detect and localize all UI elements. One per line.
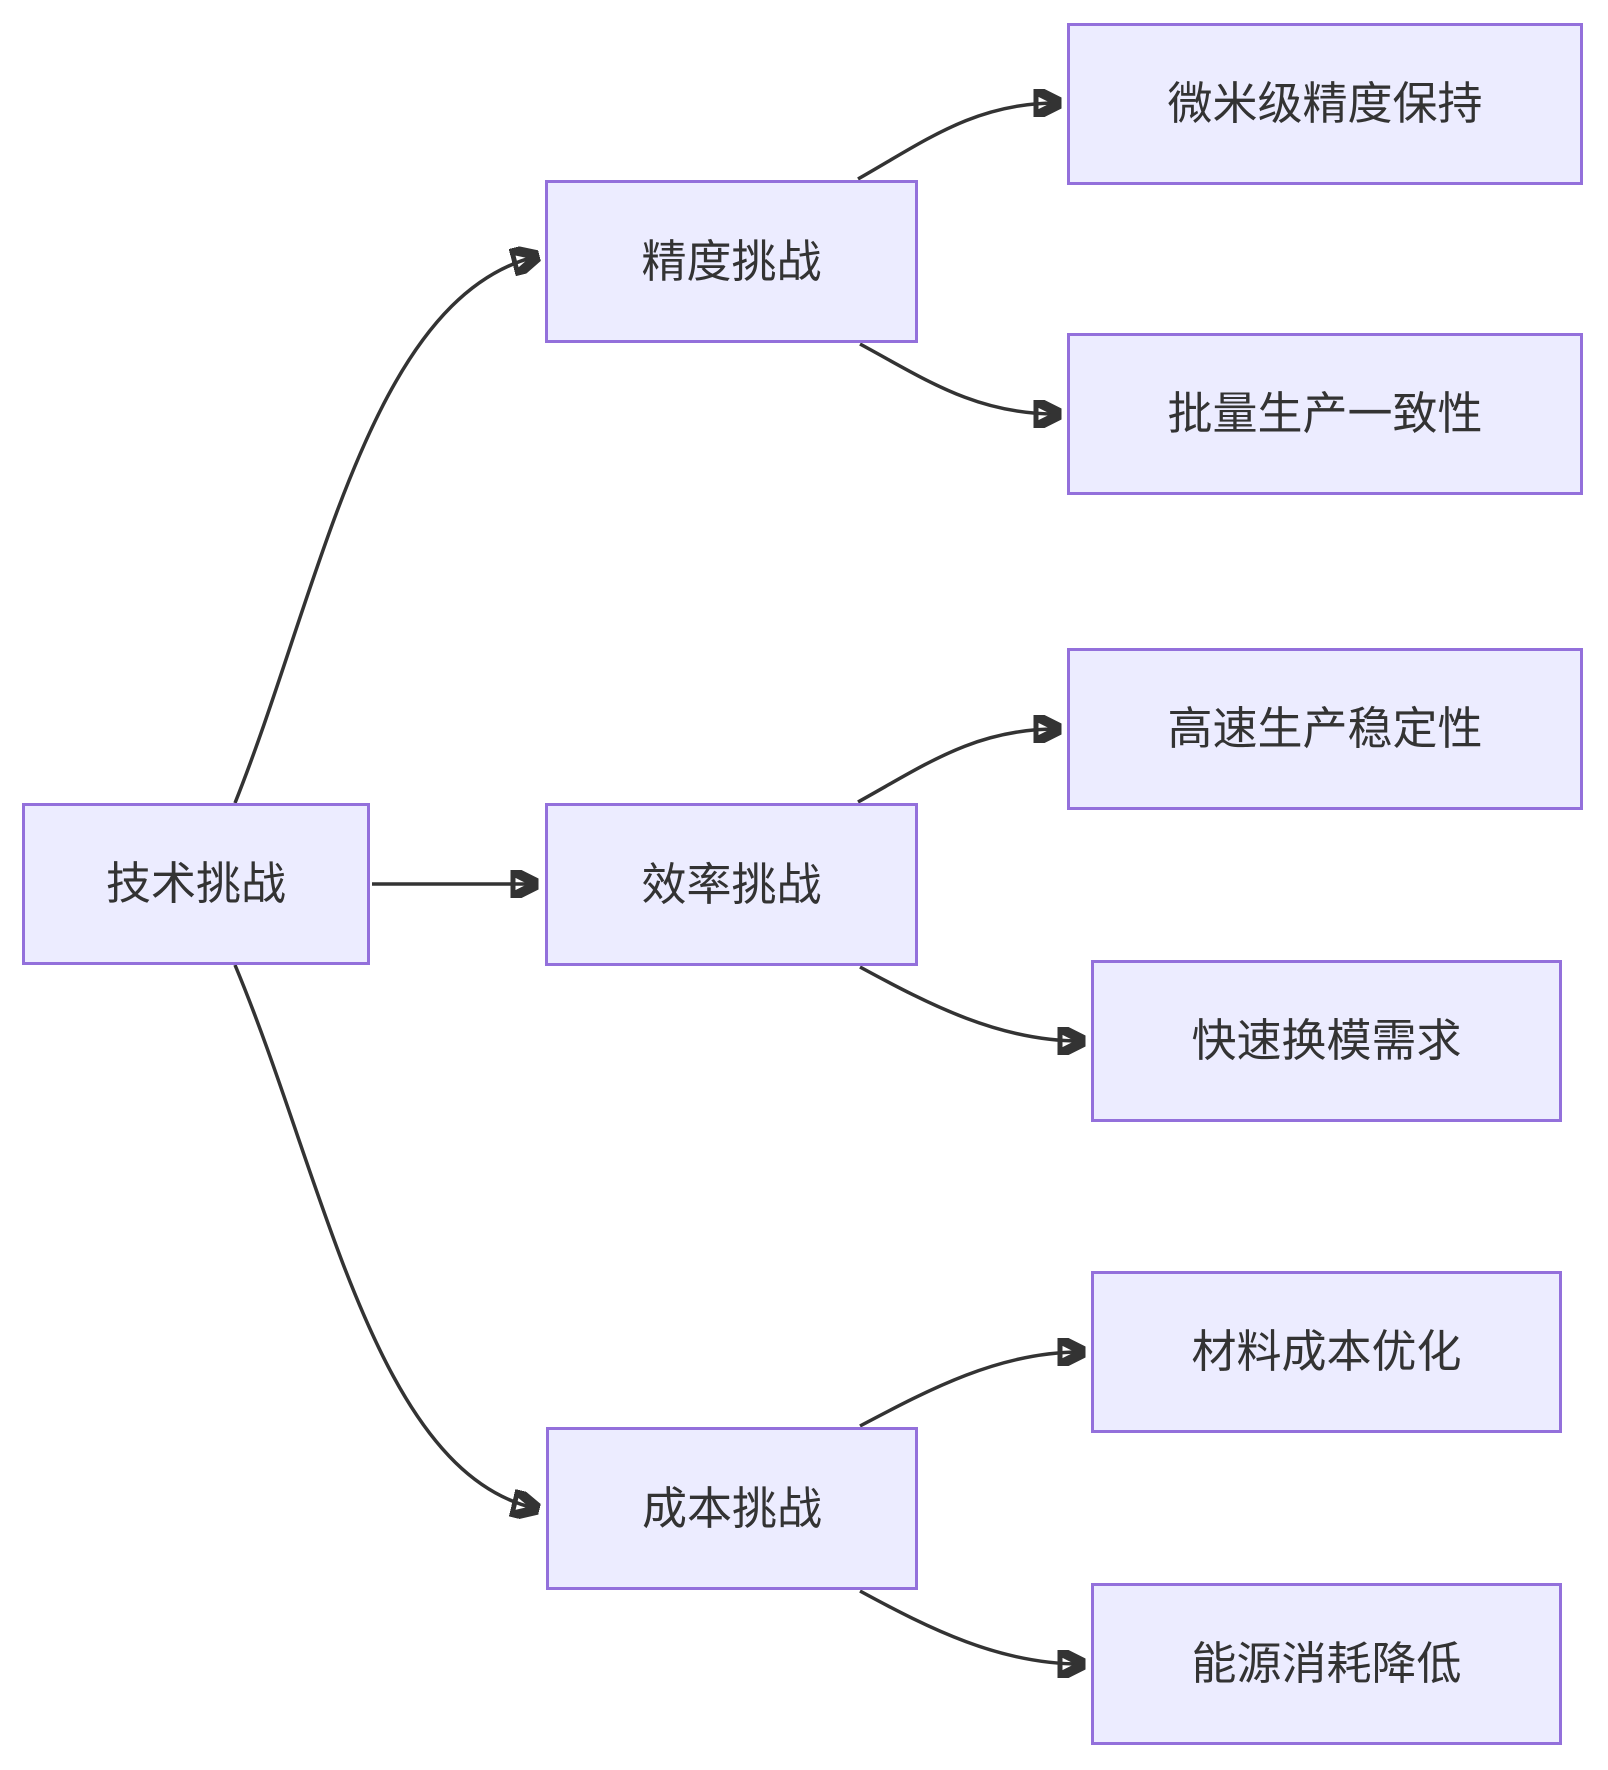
node-leaf-material-cost-label: 材料成本优化 bbox=[1191, 1326, 1462, 1377]
node-leaf-material-cost: 材料成本优化 bbox=[1091, 1271, 1562, 1433]
edge-efficiency-to-moldchange bbox=[859, 965, 1080, 1041]
node-leaf-micron-precision-label: 微米级精度保持 bbox=[1167, 78, 1483, 129]
node-leaf-quick-moldchange-label: 快速换模需求 bbox=[1191, 1015, 1462, 1066]
node-leaf-micron-precision: 微米级精度保持 bbox=[1067, 23, 1583, 185]
node-leaf-batch-consistency-label: 批量生产一致性 bbox=[1167, 388, 1483, 439]
node-branch-cost-label: 成本挑战 bbox=[641, 1482, 822, 1534]
node-leaf-batch-consistency: 批量生产一致性 bbox=[1067, 333, 1583, 495]
edge-root-to-cost bbox=[233, 964, 534, 1508]
node-branch-efficiency-label: 效率挑战 bbox=[641, 858, 822, 910]
node-leaf-quick-moldchange: 快速换模需求 bbox=[1091, 960, 1562, 1122]
node-branch-precision: 精度挑战 bbox=[545, 180, 918, 343]
node-root-label: 技术挑战 bbox=[105, 858, 286, 909]
node-leaf-highspeed-stability: 高速生产稳定性 bbox=[1067, 648, 1583, 810]
node-branch-efficiency: 效率挑战 bbox=[545, 803, 918, 966]
node-leaf-highspeed-stability-label: 高速生产稳定性 bbox=[1167, 703, 1483, 754]
edge-cost-to-energy bbox=[859, 1589, 1080, 1664]
node-leaf-energy-reduction: 能源消耗降低 bbox=[1091, 1583, 1562, 1745]
node-leaf-energy-reduction-label: 能源消耗降低 bbox=[1191, 1638, 1462, 1689]
edge-root-to-precision bbox=[233, 257, 534, 804]
node-branch-cost: 成本挑战 bbox=[546, 1427, 918, 1590]
edge-efficiency-to-highspeed bbox=[857, 729, 1056, 804]
edge-precision-to-micron bbox=[857, 103, 1056, 181]
node-root: 技术挑战 bbox=[22, 803, 370, 965]
node-branch-precision-label: 精度挑战 bbox=[641, 235, 822, 287]
edge-precision-to-batch bbox=[859, 342, 1056, 414]
edge-cost-to-material bbox=[859, 1352, 1080, 1428]
